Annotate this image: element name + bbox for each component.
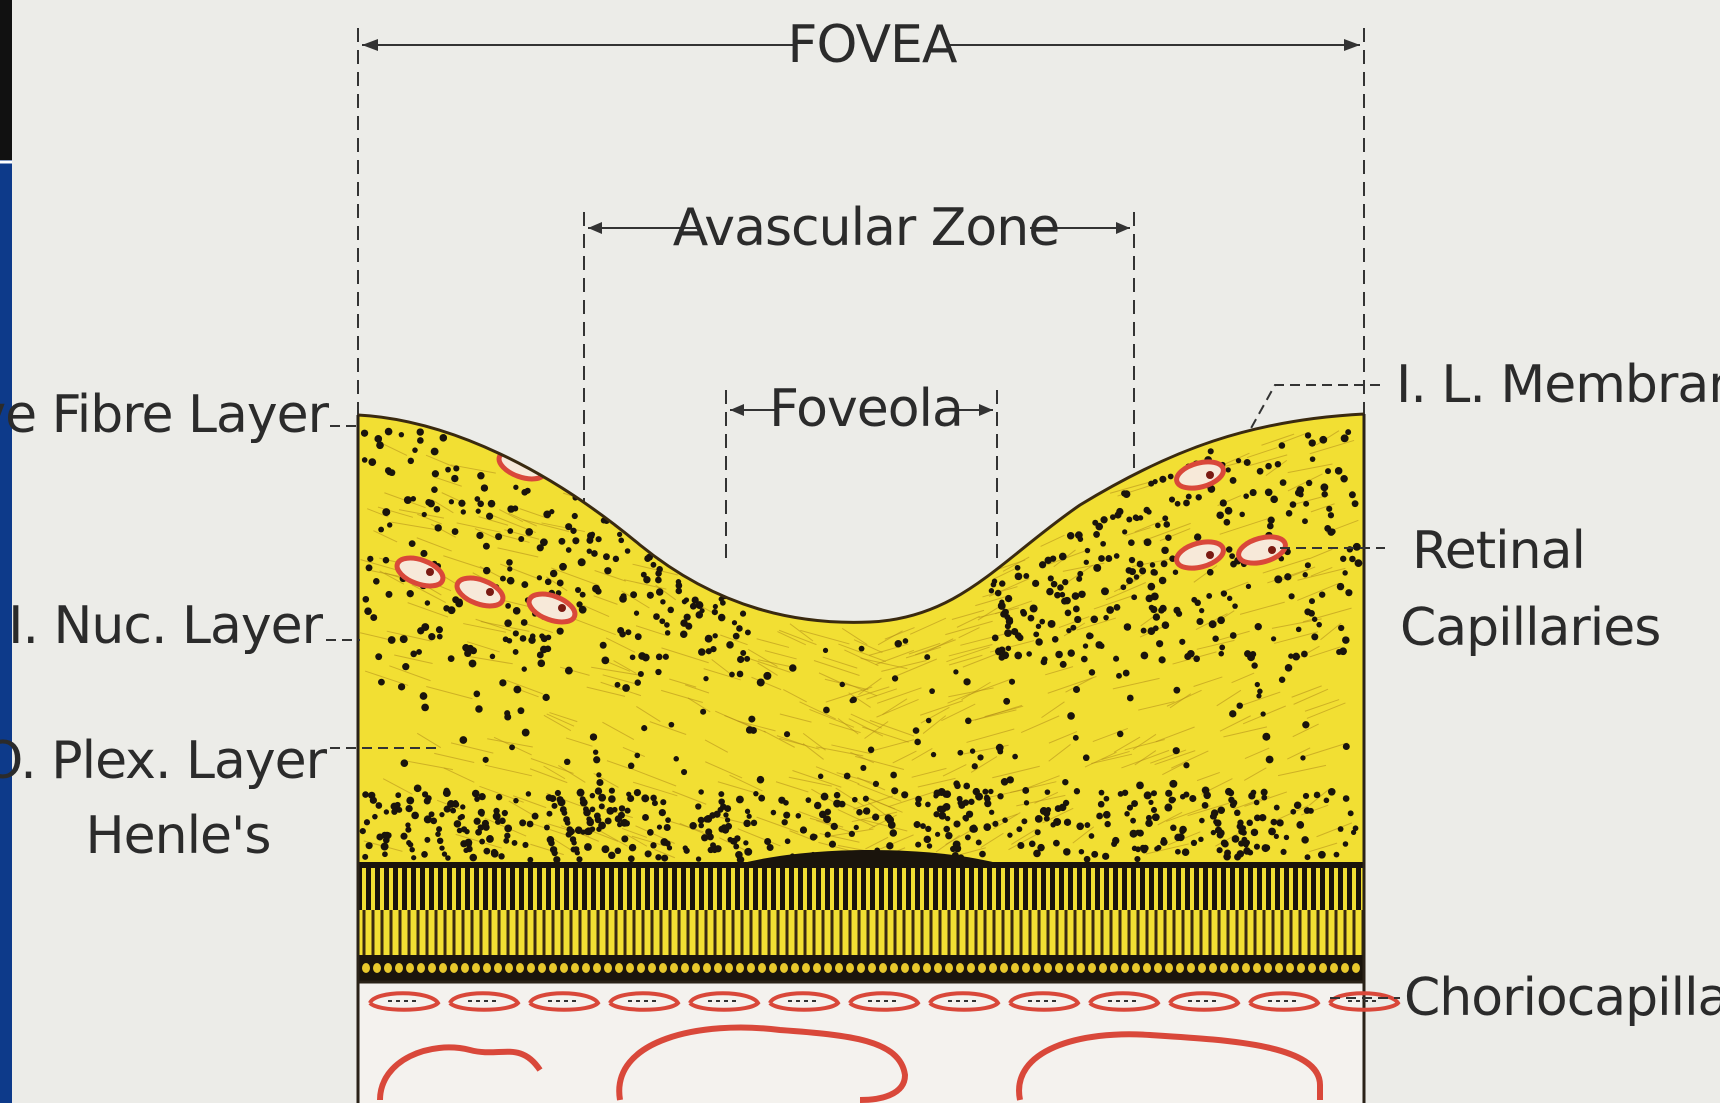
nerve-fibre-label: Nerve Fibre Layer	[0, 385, 330, 445]
membrane-label: I. L. Membrane	[1396, 355, 1720, 415]
avascular-zone-label: Avascular Zone	[673, 198, 1059, 258]
inner-nuclear-label: I. Nuc. Layer	[8, 596, 324, 656]
retina-tissue	[358, 414, 1365, 982]
henle-label: Henle's	[86, 806, 271, 866]
capillaries-label: Capillaries	[1400, 598, 1660, 658]
retinal-label: Retinal	[1412, 521, 1585, 581]
choroid	[358, 982, 1398, 1103]
slide-frame-top	[0, 0, 12, 160]
choriocapillaris-label: Choriocapillaris	[1404, 968, 1720, 1028]
outer-plexiform-label: O. Plex. Layer	[0, 731, 328, 791]
foveola-label: Foveola	[769, 379, 963, 439]
fovea-label: FOVEA	[788, 15, 958, 75]
